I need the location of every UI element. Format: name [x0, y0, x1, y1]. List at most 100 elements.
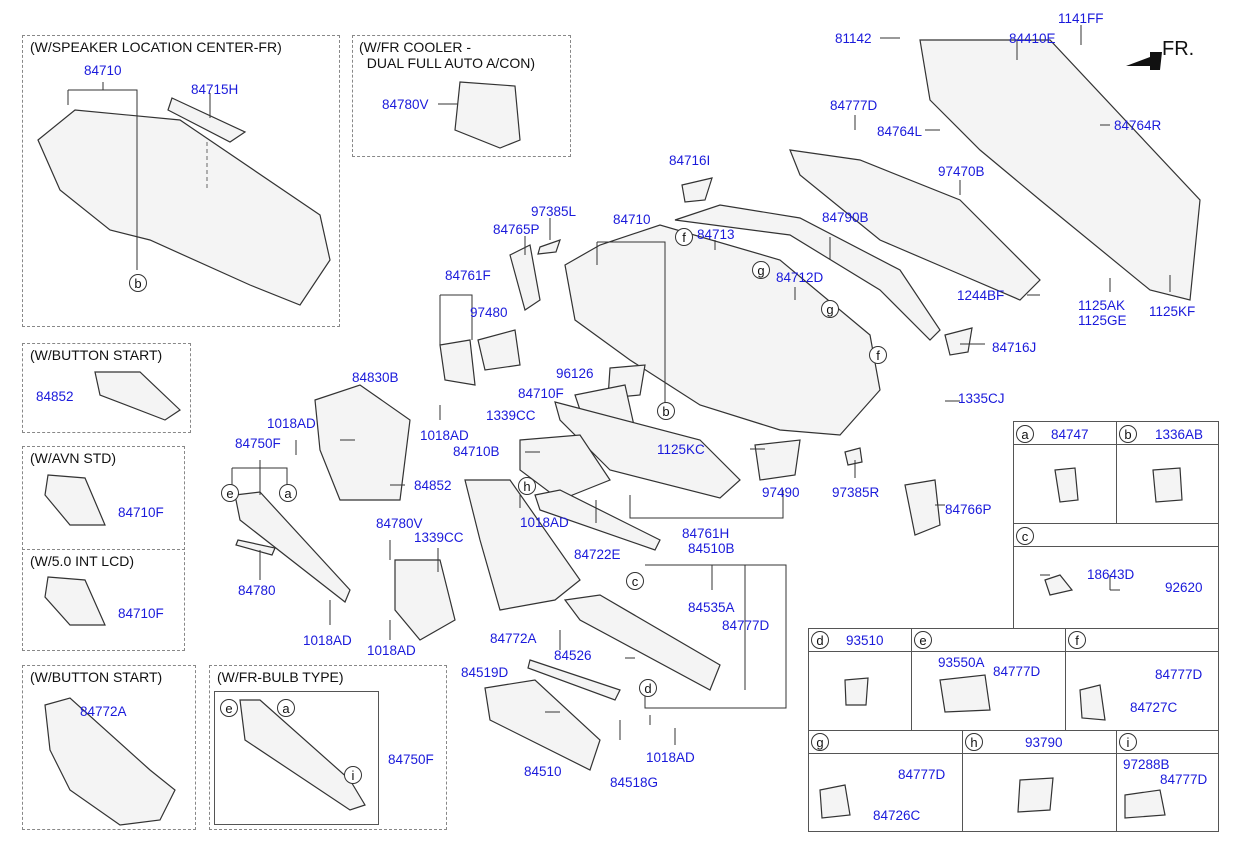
- part-label-84715H[interactable]: 84715H: [191, 82, 239, 97]
- part-label-93550A[interactable]: 93550A: [938, 655, 985, 670]
- dashboard-speaker-variant: [37, 109, 331, 306]
- callout-a: a: [1016, 425, 1034, 443]
- divider: [1013, 546, 1219, 547]
- divider: [808, 753, 1219, 754]
- part-label-84750F[interactable]: 84750F: [388, 752, 434, 767]
- part-label-84747[interactable]: 84747: [1051, 427, 1089, 442]
- part-label-18643D[interactable]: 18643D: [1087, 567, 1135, 582]
- part-label-1244BF[interactable]: 1244BF: [957, 288, 1005, 303]
- callout-b: b: [129, 274, 147, 292]
- part-label-84726C[interactable]: 84726C: [873, 808, 921, 823]
- part-label-84710F[interactable]: 84710F: [118, 505, 164, 520]
- part-label-97288B[interactable]: 97288B: [1123, 757, 1170, 772]
- part-label-81142[interactable]: 81142: [835, 31, 872, 46]
- option-box-speaker-center: [22, 35, 340, 327]
- part-label-93790[interactable]: 93790: [1025, 735, 1063, 750]
- part-label-84535A[interactable]: 84535A: [688, 600, 735, 615]
- part-label-84830B[interactable]: 84830B: [352, 370, 399, 385]
- part-label-84722E[interactable]: 84722E: [574, 547, 621, 562]
- callout-e: e: [914, 631, 932, 649]
- part-label-84777D[interactable]: 84777D: [830, 98, 878, 113]
- part-label-93510[interactable]: 93510: [846, 633, 884, 648]
- part-label-84410E[interactable]: 84410E: [1009, 31, 1056, 46]
- part-label-84772A[interactable]: 84772A: [490, 631, 537, 646]
- part-label-84780V[interactable]: 84780V: [376, 516, 423, 531]
- part-label-97490[interactable]: 97490: [762, 485, 800, 500]
- part-label-84716J[interactable]: 84716J: [992, 340, 1037, 355]
- part-label-84790B[interactable]: 84790B: [822, 210, 869, 225]
- divider: [1116, 730, 1117, 832]
- option-box-fr-cooler: [352, 35, 571, 157]
- part-label-97480[interactable]: 97480: [470, 305, 508, 320]
- part-label-84852[interactable]: 84852: [36, 389, 74, 404]
- callout-h: h: [518, 477, 536, 495]
- part-label-84710[interactable]: 84710: [613, 212, 651, 227]
- part-label-84716I[interactable]: 84716I: [669, 153, 711, 168]
- part-label-97385R[interactable]: 97385R: [832, 485, 880, 500]
- front-arrow-icon: [1126, 52, 1162, 70]
- part-label-1125KC[interactable]: 1125KC: [657, 442, 705, 457]
- part-label-84519D[interactable]: 84519D: [461, 665, 509, 680]
- part-label-84510B[interactable]: 84510B: [688, 541, 735, 556]
- part-label-1335CJ[interactable]: 1335CJ: [958, 391, 1005, 406]
- part-label-84777D[interactable]: 84777D: [722, 618, 770, 633]
- option-caption: (W/BUTTON START): [30, 669, 163, 685]
- option-box-button-start-2: [22, 665, 196, 830]
- divider: [962, 730, 963, 832]
- part-label-1125KF[interactable]: 1125KF: [1149, 304, 1196, 319]
- speaker-grille-84715H: [167, 97, 247, 143]
- part-label-84765P[interactable]: 84765P: [493, 222, 540, 237]
- part-label-84766P[interactable]: 84766P: [945, 502, 992, 517]
- part-label-1125AK[interactable]: 1125AK: [1078, 298, 1126, 313]
- part-label-84777D[interactable]: 84777D: [1160, 772, 1208, 787]
- part-label-96126[interactable]: 96126: [556, 366, 594, 381]
- part-label-84777D[interactable]: 84777D: [1155, 667, 1203, 682]
- part-label-84777D[interactable]: 84777D: [993, 664, 1041, 679]
- callout-g: g: [811, 733, 829, 751]
- part-label-1018AD[interactable]: 1018AD: [646, 750, 695, 765]
- option-caption: (W/BUTTON START): [30, 347, 163, 363]
- part-label-84510[interactable]: 84510: [524, 764, 562, 779]
- part-label-84710[interactable]: 84710: [84, 63, 122, 78]
- callout-b: b: [1119, 425, 1137, 443]
- part-label-84710F[interactable]: 84710F: [118, 606, 164, 621]
- part-label-84710B[interactable]: 84710B: [453, 444, 500, 459]
- part-label-1018AD[interactable]: 1018AD: [520, 515, 569, 530]
- part-label-1339CC[interactable]: 1339CC: [414, 530, 464, 545]
- part-label-1141FF[interactable]: 1141FF: [1058, 11, 1104, 26]
- duct-97470B: [789, 149, 1041, 301]
- part-label-84727C[interactable]: 84727C: [1130, 700, 1178, 715]
- part-label-1018AD[interactable]: 1018AD: [420, 428, 469, 443]
- part-label-84750F[interactable]: 84750F: [235, 436, 281, 451]
- part-label-84713[interactable]: 84713: [697, 227, 735, 242]
- part-label-84761H[interactable]: 84761H: [682, 526, 730, 541]
- part-label-84518G[interactable]: 84518G: [610, 775, 659, 790]
- option-caption: (W/FR COOLER - DUAL FULL AUTO A/CON): [359, 39, 536, 71]
- part-label-84710F[interactable]: 84710F: [518, 386, 564, 401]
- divider: [22, 549, 185, 550]
- part-label-97385L[interactable]: 97385L: [531, 204, 577, 219]
- part-label-84780[interactable]: 84780: [238, 583, 276, 598]
- part-label-84761F[interactable]: 84761F: [445, 268, 491, 283]
- part-label-92620[interactable]: 92620: [1165, 580, 1203, 595]
- part-label-84852[interactable]: 84852: [414, 478, 452, 493]
- part-label-1018AD[interactable]: 1018AD: [303, 633, 352, 648]
- part-label-84526[interactable]: 84526: [554, 648, 592, 663]
- part-label-1339CC[interactable]: 1339CC: [486, 408, 536, 423]
- part-label-84780V[interactable]: 84780V: [382, 97, 429, 112]
- callout-a: a: [279, 484, 297, 502]
- part-label-97470B[interactable]: 97470B: [938, 164, 985, 179]
- callout-c: c: [1016, 527, 1034, 545]
- part-label-84777D[interactable]: 84777D: [898, 767, 946, 782]
- divider: [1116, 421, 1117, 523]
- part-label-84772A[interactable]: 84772A: [80, 704, 127, 719]
- part-label-1018AD[interactable]: 1018AD: [367, 643, 416, 658]
- part-label-1125GE[interactable]: 1125GE: [1078, 313, 1127, 328]
- part-label-84764R[interactable]: 84764R: [1114, 118, 1162, 133]
- part-label-1018AD[interactable]: 1018AD: [267, 416, 316, 431]
- callout-g: g: [821, 300, 839, 318]
- part-label-1336AB[interactable]: 1336AB: [1155, 427, 1204, 442]
- part-label-84764L[interactable]: 84764L: [877, 124, 923, 139]
- part-label-84712D[interactable]: 84712D: [776, 270, 824, 285]
